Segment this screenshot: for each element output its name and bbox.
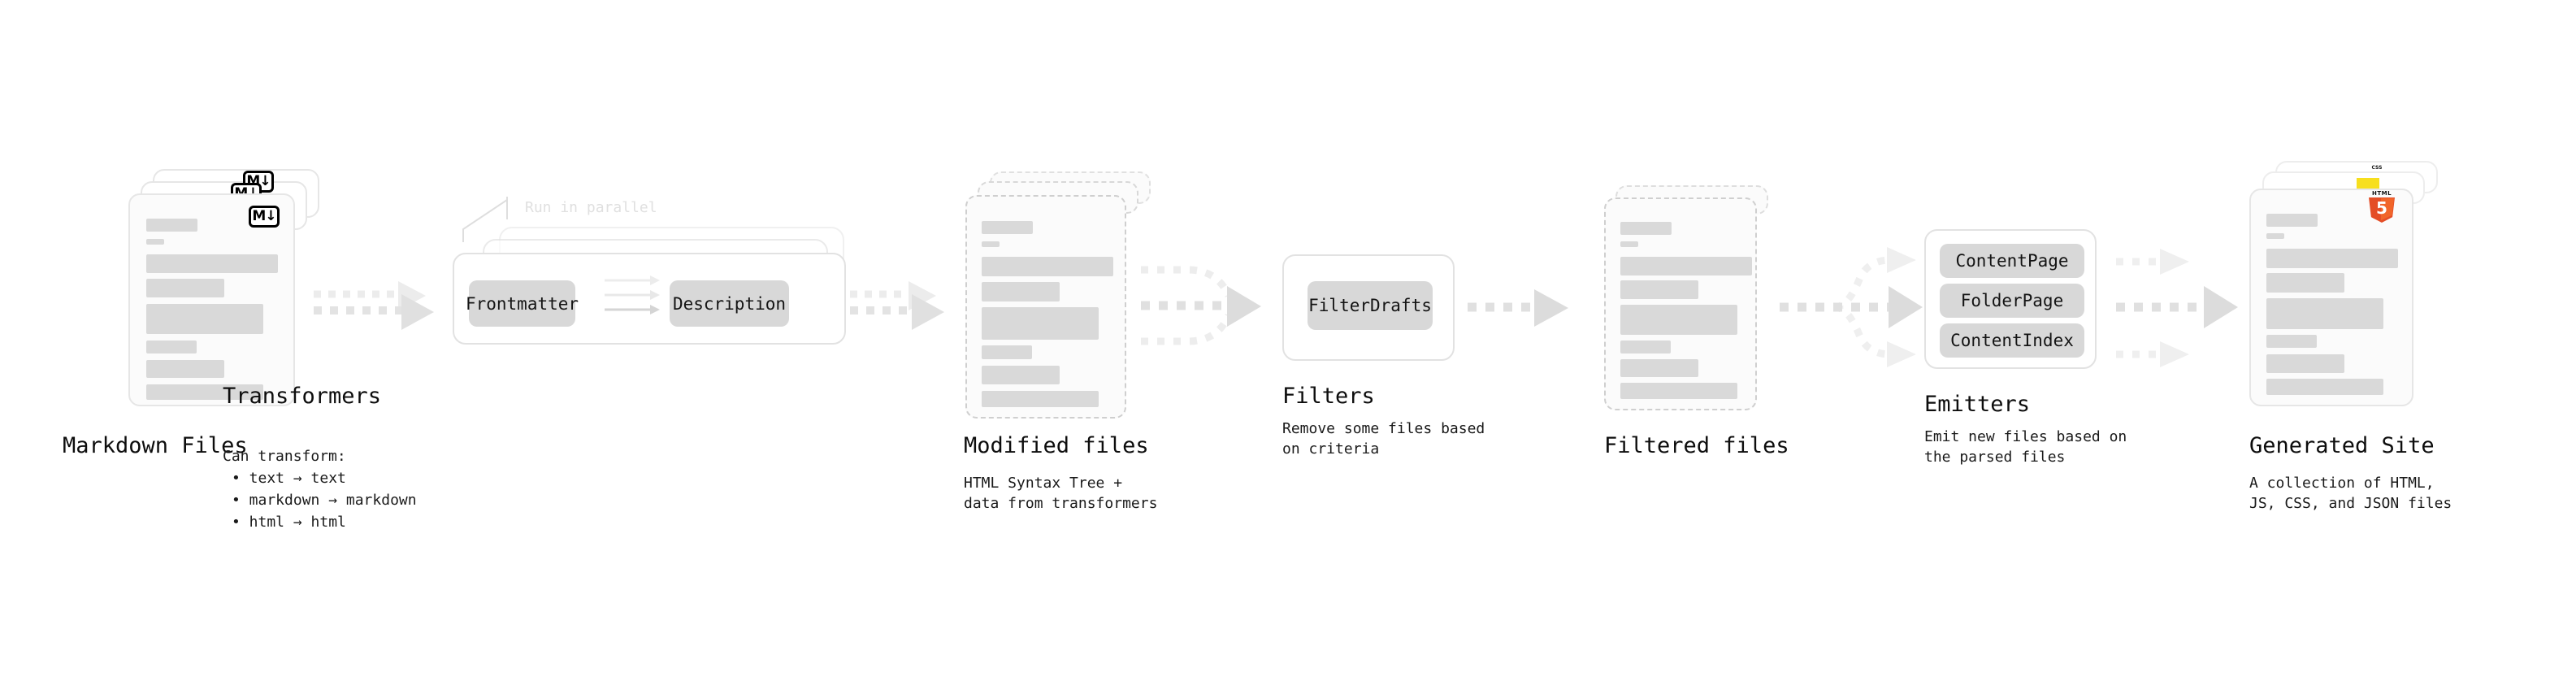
modified-files-description: HTML Syntax Tree + data from transformer…	[964, 475, 1158, 512]
filtered-file-card-front	[1604, 197, 1757, 410]
doc-line	[1620, 257, 1752, 275]
stage-heading-filtered-files: Filtered files	[1604, 433, 1789, 458]
transformers-description: Can transform:	[223, 448, 346, 465]
doc-line	[146, 360, 224, 378]
doc-line	[982, 345, 1032, 359]
stage-heading-markdown-files: Markdown Files	[63, 433, 248, 458]
doc-line	[982, 282, 1060, 301]
css-icon-label: CSS	[2371, 165, 2383, 171]
doc-line	[982, 241, 1000, 247]
doc-line	[146, 239, 164, 245]
transformers-bullet-0: • text → text	[232, 470, 346, 487]
doc-line	[2266, 379, 2383, 395]
doc-line	[1620, 222, 1672, 235]
run-in-parallel-bracket	[462, 197, 508, 242]
doc-line	[2266, 233, 2284, 239]
connector-filters-to-filtered	[1468, 289, 1568, 327]
stage-heading-modified-files: Modified files	[964, 433, 1149, 458]
stage-heading-generated-site: Generated Site	[2249, 433, 2435, 458]
doc-line	[982, 307, 1099, 340]
markdown-file-card-front	[128, 193, 295, 406]
doc-line	[1620, 340, 1671, 354]
markdown-icon: M↓	[249, 206, 280, 228]
doc-line	[982, 221, 1033, 234]
filter-chip-filterdrafts[interactable]: FilterDrafts	[1308, 281, 1433, 330]
transformer-chip-frontmatter[interactable]: Frontmatter	[466, 280, 579, 327]
emitters-description: Emit new files based on the parsed files	[1924, 428, 2127, 466]
connector-transformers-to-modified	[850, 281, 944, 330]
html5-icon-digit: 5	[2376, 198, 2387, 218]
connector-emitters-to-site	[2116, 249, 2238, 367]
doc-line	[1620, 359, 1698, 377]
emitter-chip-contentpage[interactable]: ContentPage	[1940, 244, 2084, 278]
doc-line	[146, 384, 263, 400]
doc-line	[146, 279, 224, 297]
js-icon	[2357, 178, 2379, 191]
emitter-chip-contentindex[interactable]: ContentIndex	[1940, 323, 2084, 358]
run-in-parallel-label: Run in parallel	[525, 199, 657, 216]
generated-site-description: A collection of HTML, JS, CSS, and JSON …	[2249, 475, 2452, 512]
site-file-card-html	[2249, 189, 2413, 406]
doc-line	[1620, 305, 1737, 335]
stage-heading-emitters: Emitters	[1924, 392, 2031, 417]
connector-md-to-transformers	[314, 281, 434, 330]
doc-line	[1620, 241, 1638, 247]
html5-icon-label: HTML	[2371, 190, 2392, 197]
connector-filtered-to-emitters	[1780, 247, 1923, 367]
doc-line	[982, 257, 1113, 276]
stage-heading-transformers: Transformers	[223, 384, 382, 409]
doc-line	[982, 366, 1060, 384]
doc-line	[1620, 383, 1737, 399]
emitter-chip-folderpage[interactable]: FolderPage	[1940, 284, 2084, 318]
modified-file-card-front	[965, 195, 1126, 419]
filters-panel: FilterDrafts	[1282, 254, 1455, 361]
doc-line	[2266, 249, 2398, 268]
html5-icon: HTML 5	[2368, 190, 2396, 223]
connector-modified-to-filters	[1141, 266, 1261, 345]
doc-line	[146, 254, 278, 273]
doc-line	[1620, 280, 1698, 299]
doc-line	[146, 304, 263, 334]
transformer-chip-description[interactable]: Description	[670, 280, 789, 327]
doc-line	[2266, 298, 2383, 329]
doc-line	[2266, 214, 2318, 227]
html5-icon-inner	[2381, 198, 2394, 221]
doc-line	[982, 391, 1099, 407]
doc-line	[146, 340, 197, 354]
doc-line	[146, 219, 197, 232]
emitters-panel: ContentPage FolderPage ContentIndex	[1924, 229, 2097, 369]
doc-line	[2266, 354, 2344, 373]
doc-line	[2266, 273, 2344, 293]
transformer-inner-arrows	[605, 275, 660, 314]
stage-heading-filters: Filters	[1282, 384, 1375, 409]
transformers-bullet-2: • html → html	[232, 514, 346, 531]
transformers-bullet-1: • markdown → markdown	[232, 492, 417, 509]
doc-line	[2266, 335, 2317, 348]
filters-description: Remove some files based on criteria	[1282, 420, 1485, 458]
